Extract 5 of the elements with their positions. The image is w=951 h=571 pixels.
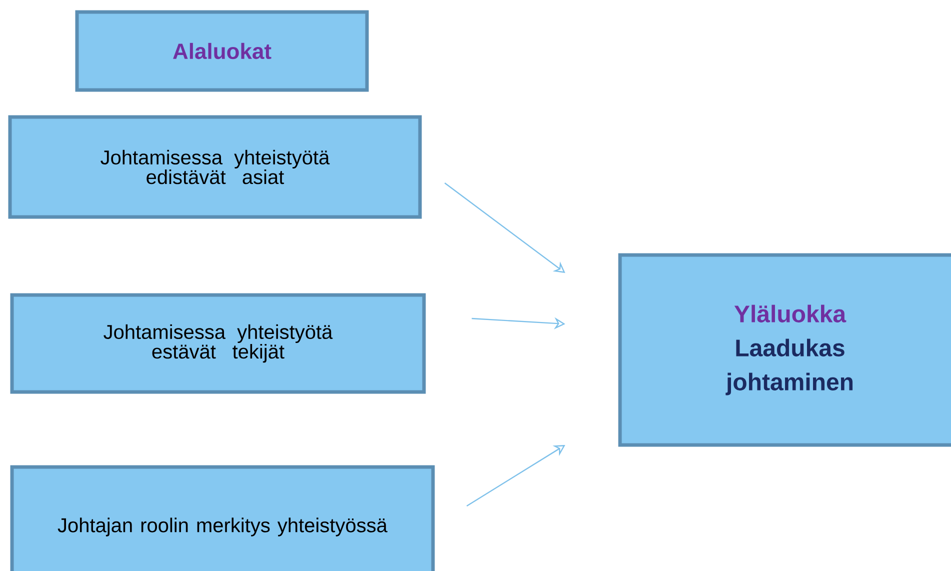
category-box: Yläluokka Laadukas johtaminen xyxy=(618,253,951,447)
subcategory-box: Johtamisessa yhteistyötä edistävät asiat xyxy=(8,115,422,219)
subcategory-box: Johtamisessa yhteistyötä estävät tekijät xyxy=(10,293,426,394)
heading-box: Alaluokat xyxy=(75,10,369,92)
subcategory-box: Johtajan roolin merkitys yhteistyössä xyxy=(10,465,435,571)
